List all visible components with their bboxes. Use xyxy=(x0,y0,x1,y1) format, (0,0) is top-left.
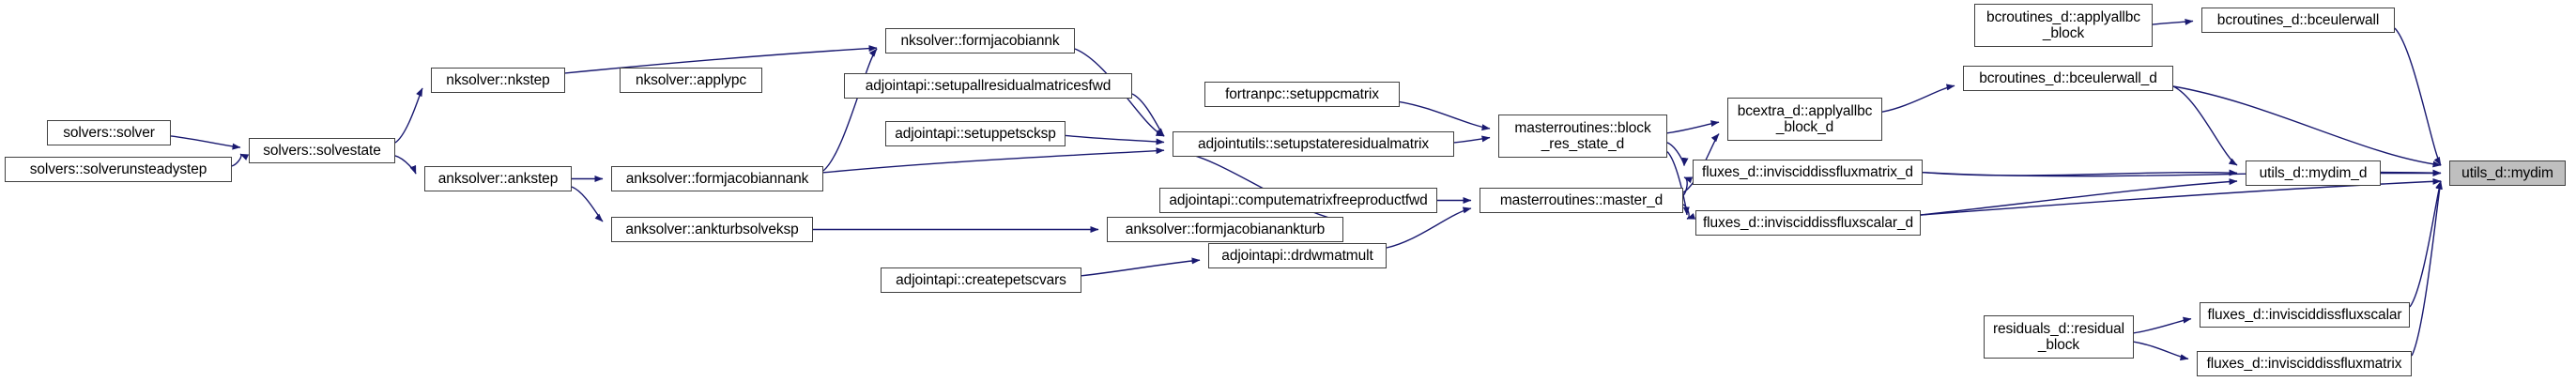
graph-node[interactable]: masterroutines::master_d xyxy=(1480,188,1683,213)
graph-node[interactable]: adjointapi::computematrixfreeproductfwd xyxy=(1159,188,1437,213)
graph-node[interactable]: fortranpc::setuppcmatrix xyxy=(1204,82,1400,107)
graph-node[interactable]: adjointapi::createpetscvars xyxy=(881,267,1081,293)
graph-node[interactable]: anksolver::ankturbsolveksp xyxy=(611,217,813,242)
graph-node[interactable]: bcroutines_d::bceulerwall xyxy=(2201,8,2395,33)
graph-node[interactable]: bcroutines_d::bceulerwall_d xyxy=(1963,66,2173,91)
graph-node[interactable]: anksolver::formjacobianankturb xyxy=(1107,217,1343,242)
graph-node[interactable]: anksolver::formjacobiannank xyxy=(611,166,823,191)
graph-node[interactable]: solvers::solverunsteadystep xyxy=(5,157,232,182)
graph-node[interactable]: fluxes_d::invisciddissfluxmatrix_d xyxy=(1693,160,1923,185)
graph-node[interactable]: adjointutils::setupstateresidualmatrix xyxy=(1173,131,1454,157)
graph-node[interactable]: solvers::solver xyxy=(47,120,171,145)
graph-node[interactable]: nksolver::nkstep xyxy=(431,68,565,93)
graph-node[interactable]: utils_d::mydim xyxy=(2449,160,2566,186)
graph-node[interactable]: nksolver::applypc xyxy=(620,68,762,93)
graph-node[interactable]: bcextra_d::applyallbc _block_d xyxy=(1727,98,1882,141)
graph-node[interactable]: adjointapi::setupallresidualmatricesfwd xyxy=(844,73,1132,99)
graph-node[interactable]: fluxes_d::invisciddissfluxscalar xyxy=(2200,302,2410,328)
graph-node[interactable]: adjointapi::drdwmatmult xyxy=(1208,243,1387,268)
graph-node[interactable]: masterroutines::block _res_state_d xyxy=(1498,115,1667,158)
graph-node[interactable]: utils_d::mydim_d xyxy=(2246,160,2381,186)
graph-node[interactable]: residuals_d::residual _block xyxy=(1984,315,2134,359)
graph-node[interactable]: anksolver::ankstep xyxy=(424,166,572,191)
graph-node[interactable]: fluxes_d::invisciddissfluxscalar_d xyxy=(1695,210,1921,236)
graph-node[interactable]: adjointapi::setuppetscksp xyxy=(885,121,1066,146)
graph-node[interactable]: nksolver::formjacobiannk xyxy=(885,28,1075,53)
graph-node[interactable]: fluxes_d::invisciddissfluxmatrix xyxy=(2197,351,2412,376)
graph-node[interactable]: solvers::solvestate xyxy=(249,138,395,163)
graph-node[interactable]: bcroutines_d::applyallbc _block xyxy=(1974,4,2153,47)
